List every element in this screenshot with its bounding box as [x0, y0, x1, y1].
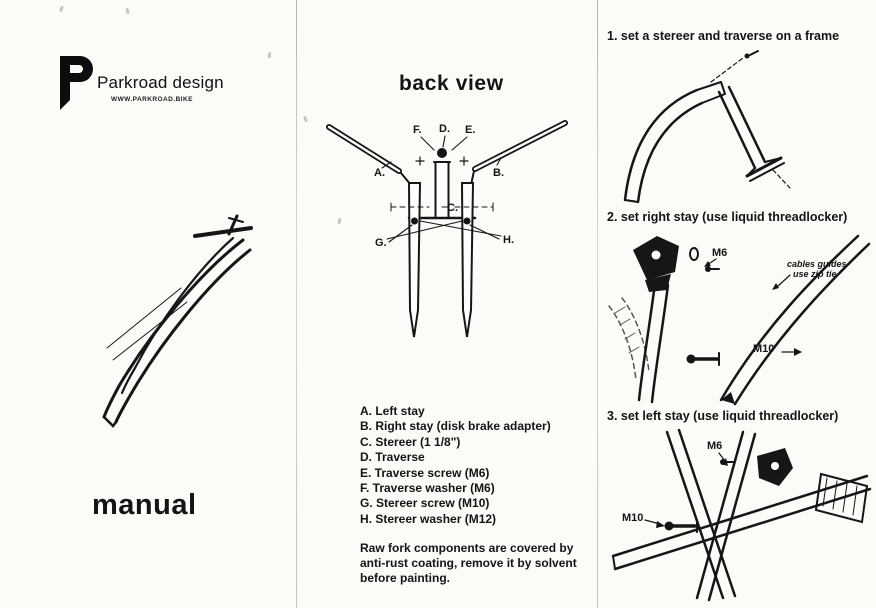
parts-list-item: D. Traverse [360, 450, 425, 465]
step3-label-m6: M6 [707, 440, 723, 452]
callout-label-e: E. [465, 124, 476, 136]
callout-label-f: F. [413, 124, 422, 136]
parts-list-item: B. Right stay (disk brake adapter) [360, 419, 551, 434]
step2-label-m10: M10 [753, 343, 775, 355]
manual-title: manual [92, 489, 197, 521]
parts-list-item: G. Stereer screw (M10) [360, 496, 490, 511]
callout-label-h: H. [503, 234, 514, 246]
step2-drawing [608, 234, 871, 406]
parts-list-item: A. Left stay [360, 404, 425, 418]
step3-title: 3. set left stay (use liquid threadlocke… [607, 409, 839, 423]
step2-label-m6: M6 [712, 247, 728, 259]
parts-list-item: F. Traverse washer (M6) [360, 481, 495, 496]
callout-label-c: C. [447, 202, 458, 214]
fold-line-right [597, 0, 598, 608]
step2-label-cables-line1: cables guides [787, 259, 847, 269]
step2-title: 2. set right stay (use liquid threadlock… [607, 210, 848, 224]
callout-label-g: G. [375, 237, 387, 249]
scan-artifact [303, 115, 308, 123]
parts-list-item: E. Traverse screw (M6) [360, 465, 490, 480]
callout-label-b: B. [493, 167, 504, 179]
parts-list-item: H. Stereer washer (M12) [360, 511, 497, 526]
step1-drawing [623, 50, 791, 204]
brand-name: Parkroad design [97, 73, 224, 92]
parts-list-item: C. Stereer (1 1/8") [360, 434, 461, 449]
scan-artifact [125, 7, 130, 15]
fork-side-view-drawing [102, 214, 253, 428]
parts-list: A. Left stay B. Right stay (disk brake a… [360, 404, 585, 527]
backview-title: back view [399, 72, 504, 95]
brand-logo [60, 56, 93, 110]
fold-line-left [296, 0, 297, 608]
callout-label-a: A. [374, 167, 385, 179]
step3-label-m10: M10 [622, 512, 644, 524]
step2-label-cables-line2: use zip tie [793, 269, 837, 279]
scan-artifact [59, 5, 64, 13]
step1-title: 1. set a stereer and traverse on a frame [607, 29, 840, 43]
fork-back-view-drawing [326, 120, 568, 338]
anti-rust-note: Raw fork components are covered by anti-… [360, 541, 577, 585]
step3-drawing [611, 428, 872, 602]
scan-artifact [267, 51, 272, 59]
brand-url: WWW.PARKROAD.BIKE [111, 96, 193, 103]
callout-label-d: D. [439, 123, 450, 135]
